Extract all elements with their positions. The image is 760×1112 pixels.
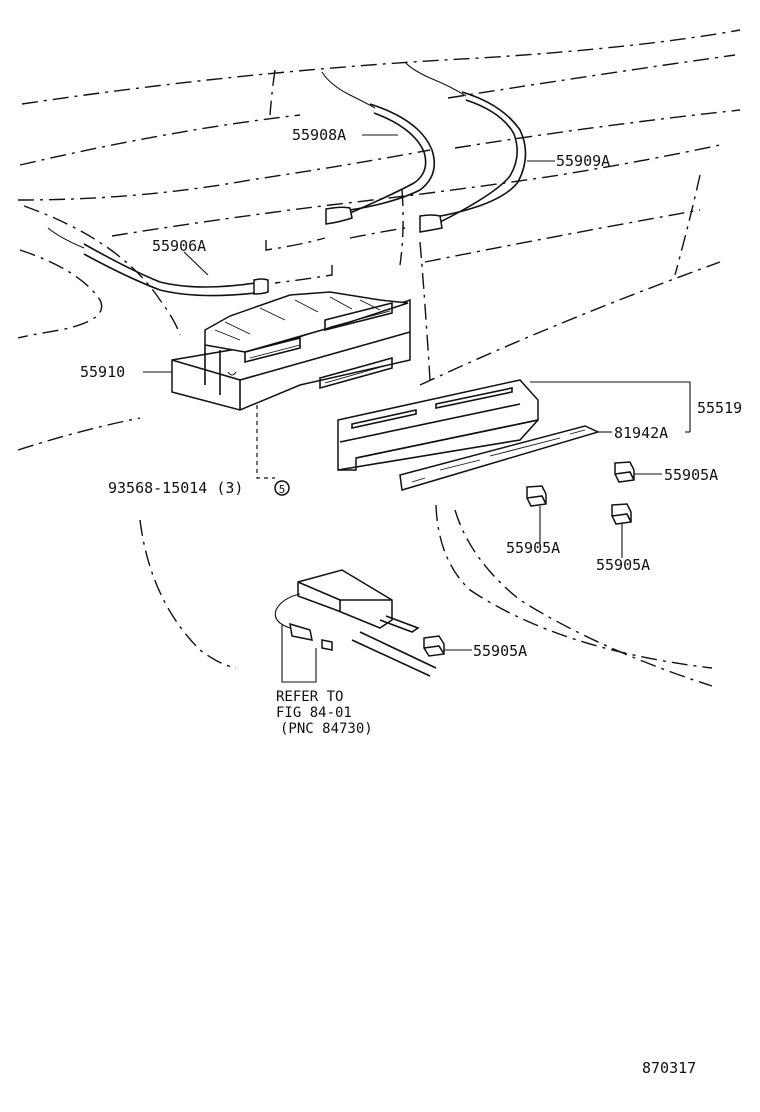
label-93568-15014: 93568-15014 (3) [108,479,243,497]
cable-55909A [404,61,527,233]
reference-line-1: REFER TO [276,689,343,705]
reference-line-2: FIG 84-01 [276,705,352,721]
clip-55905A-3 [611,503,632,525]
switch-assembly [274,569,437,677]
cable-55908A [321,71,436,225]
screw-symbol: 5 [274,480,290,496]
reference-line-3: (PNC 84730) [280,721,373,737]
label-55905A-right: 55905A [664,466,718,484]
label-55905A-middle: 55905A [506,539,560,557]
body-outline [17,29,741,687]
label-55905A-bottom: 55905A [473,642,527,660]
label-55909A: 55909A [556,152,610,170]
clip-55905A-1 [614,461,635,483]
screw-symbol-number: 5 [279,483,286,496]
label-55906A: 55906A [152,237,206,255]
leader-lines [143,134,691,651]
label-55519: 55519 [697,399,742,417]
label-55910: 55910 [80,363,125,381]
label-55905A-lower-right: 55905A [596,556,650,574]
clip-55905A-2 [526,485,547,507]
label-55908A: 55908A [292,126,346,144]
cable-55906A [47,227,269,297]
clip-55905A-4 [423,635,445,657]
label-81942A: 81942A [614,424,668,442]
bracket-55519 [337,379,539,471]
box-assembly-55910 [171,291,411,411]
plate-81942A [399,425,601,491]
illustration-number: 870317 [642,1059,696,1077]
